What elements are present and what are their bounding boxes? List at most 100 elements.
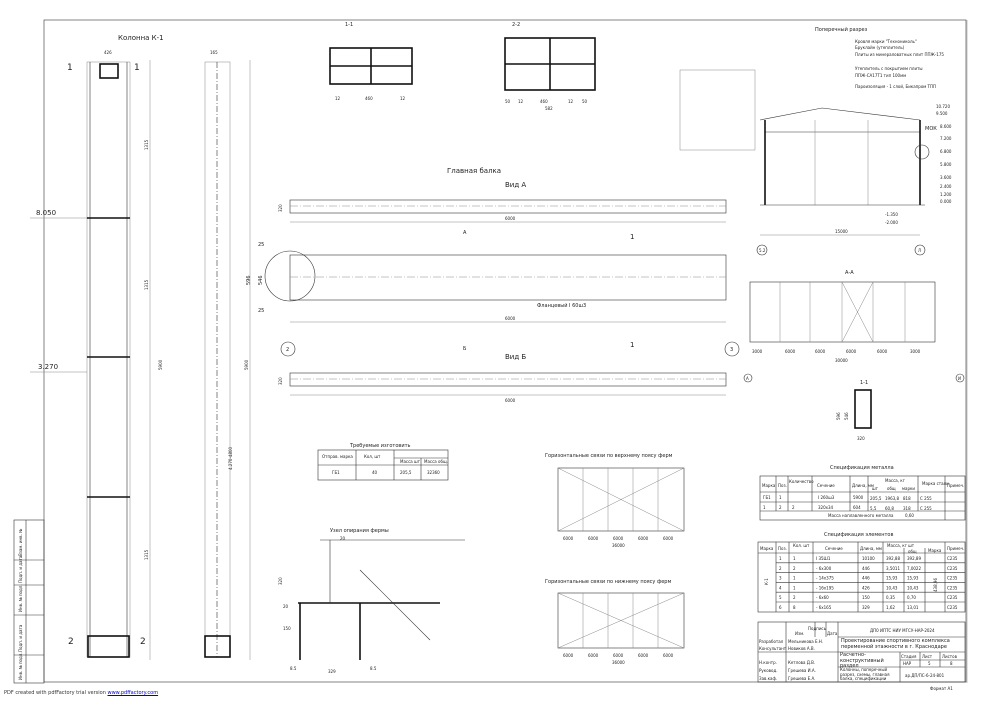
- spec-elements-cell: 10,43: [907, 585, 919, 590]
- svg-text:Новиков А.В.: Новиков А.В.: [788, 646, 815, 651]
- svg-text:12: 12: [400, 96, 406, 101]
- svg-text:460: 460: [365, 96, 373, 101]
- svg-text:6000: 6000: [815, 349, 826, 354]
- svg-text:6000: 6000: [638, 536, 649, 541]
- svg-text:320: 320: [278, 204, 283, 212]
- svg-text:546: 546: [258, 275, 264, 285]
- svg-text:Масса наплавленного металла: Масса наплавленного металла: [828, 513, 894, 518]
- svg-text:8.050: 8.050: [36, 209, 56, 217]
- svg-text:Кровля марки "Технониколь": Кровля марки "Технониколь": [855, 39, 917, 44]
- svg-text:3000: 3000: [910, 349, 921, 354]
- svg-text:-2.000: -2.000: [885, 220, 898, 225]
- svg-text:Разработал: Разработал: [759, 639, 784, 644]
- svg-text:36000: 36000: [612, 543, 625, 548]
- svg-text:Подпись: Подпись: [808, 626, 827, 631]
- svg-text:50: 50: [582, 99, 588, 104]
- svg-text:А: А: [463, 230, 467, 236]
- spec-elements-cell: 1: [793, 556, 796, 561]
- svg-text:5900: 5900: [244, 359, 249, 370]
- svg-text:I 260ш3: I 260ш3: [818, 495, 835, 500]
- spec-elements-cell: 446: [862, 566, 870, 571]
- svg-text:Количество: Количество: [789, 479, 814, 484]
- svg-text:Спецификация металла: Спецификация металла: [830, 465, 894, 471]
- svg-text:6000: 6000: [588, 536, 599, 541]
- svg-text:36000: 36000: [612, 660, 625, 665]
- svg-text:А: А: [746, 376, 749, 381]
- svg-text:Кетлова Д.В.: Кетлова Д.В.: [788, 660, 815, 665]
- svg-text:0,60: 0,60: [905, 513, 914, 518]
- svg-text:60,8: 60,8: [885, 506, 894, 511]
- svg-text:596: 596: [836, 412, 841, 420]
- svg-text:165: 165: [210, 50, 218, 55]
- svg-text:НАР: НАР: [903, 661, 912, 666]
- svg-text:1.200: 1.200: [940, 192, 952, 197]
- svg-text:3: 3: [730, 347, 733, 353]
- svg-text:2: 2: [286, 347, 289, 353]
- spec-elements-cell: 10,43: [886, 585, 898, 590]
- svg-text:ДП0 ИПТС НИУ МГСУ-НАР-2024: ДП0 ИПТС НИУ МГСУ-НАР-2024: [870, 628, 935, 633]
- svg-text:Л: Л: [918, 248, 921, 253]
- svg-text:6000: 6000: [505, 216, 516, 221]
- spec-elements-cell: - 6х300: [816, 566, 832, 571]
- svg-text:Марка: Марка: [762, 483, 776, 488]
- spec-elements-cell: - 6х60: [816, 595, 829, 600]
- svg-text:Подп. и дата: Подп. и дата: [18, 555, 23, 583]
- spec-elements-cell: С235: [947, 605, 958, 610]
- svg-text:1315: 1315: [144, 279, 149, 290]
- svg-text:318: 318: [903, 506, 911, 511]
- svg-text:0.000: 0.000: [940, 199, 952, 204]
- svg-text:15000: 15000: [835, 229, 848, 234]
- svg-text:2: 2: [779, 505, 782, 510]
- svg-text:Главная балка: Главная балка: [447, 167, 501, 175]
- footer-link[interactable]: www.pdffactory.com: [107, 690, 159, 696]
- spec-elements-cell: 15,93: [907, 576, 919, 581]
- svg-text:Пароизоляция - 1 слой, Бикапро: Пароизоляция - 1 слой, Бикапром ТПП: [855, 84, 936, 89]
- svg-text:6000: 6000: [613, 536, 624, 541]
- spec-elements-cell: 15,93: [886, 576, 898, 581]
- svg-text:546: 546: [844, 412, 849, 420]
- svg-text:общ: общ: [908, 549, 917, 554]
- spec-elements-cell: 13,01: [907, 605, 919, 610]
- svg-text:1-1: 1-1: [345, 22, 353, 28]
- svg-text:Вид А: Вид А: [505, 181, 526, 189]
- svg-text:4.270-4800: 4.270-4800: [228, 446, 233, 470]
- svg-text:6000: 6000: [613, 653, 624, 658]
- svg-text:Плиты из минераловатных плит П: Плиты из минераловатных плит ППЖ-175: [855, 52, 944, 57]
- svg-text:-1.350: -1.350: [885, 212, 898, 217]
- spec-elements-cell: 4: [779, 585, 782, 590]
- svg-text:Поз.: Поз.: [778, 483, 787, 488]
- svg-text:Стадия: Стадия: [901, 654, 917, 659]
- spec-elements-cell: 2: [793, 595, 796, 600]
- svg-text:6000: 6000: [505, 398, 516, 403]
- braces-top: Горизонтальные связи по верхнему поясу ф…: [545, 453, 685, 548]
- svg-text:Подп. и дата: Подп. и дата: [18, 624, 23, 652]
- svg-text:10.720: 10.720: [936, 104, 950, 109]
- spec-elements-cell: С235: [947, 566, 958, 571]
- svg-text:Лист: Лист: [922, 654, 933, 659]
- svg-text:7.200: 7.200: [940, 136, 952, 141]
- spec-elements-cell: - 14х375: [816, 576, 834, 581]
- svg-text:818: 818: [903, 496, 911, 501]
- svg-text:2: 2: [792, 505, 795, 510]
- svg-text:ар.ДП/ПС-6-24-801: ар.ДП/ПС-6-24-801: [905, 673, 945, 678]
- svg-text:Взам. инв. №: Взам. инв. №: [18, 529, 23, 556]
- spec-elements-cell: 2: [779, 566, 782, 571]
- svg-text:3.270: 3.270: [38, 363, 58, 371]
- svg-text:И: И: [958, 376, 961, 381]
- svg-text:604: 604: [853, 505, 861, 510]
- roof-notes: Кровля марки "Технониколь" Бруклайн (уте…: [855, 39, 944, 89]
- svg-text:Кол. шт: Кол. шт: [793, 543, 810, 548]
- svg-text:205,5: 205,5: [400, 470, 412, 475]
- svg-text:Б: Б: [463, 346, 467, 352]
- svg-text:общ: общ: [887, 486, 896, 491]
- spec-elements-cell: - 6х165: [816, 605, 832, 610]
- svg-text:6000: 6000: [663, 536, 674, 541]
- spec-elements-cell: 3,5011: [886, 566, 900, 571]
- svg-text:марки: марки: [902, 486, 915, 491]
